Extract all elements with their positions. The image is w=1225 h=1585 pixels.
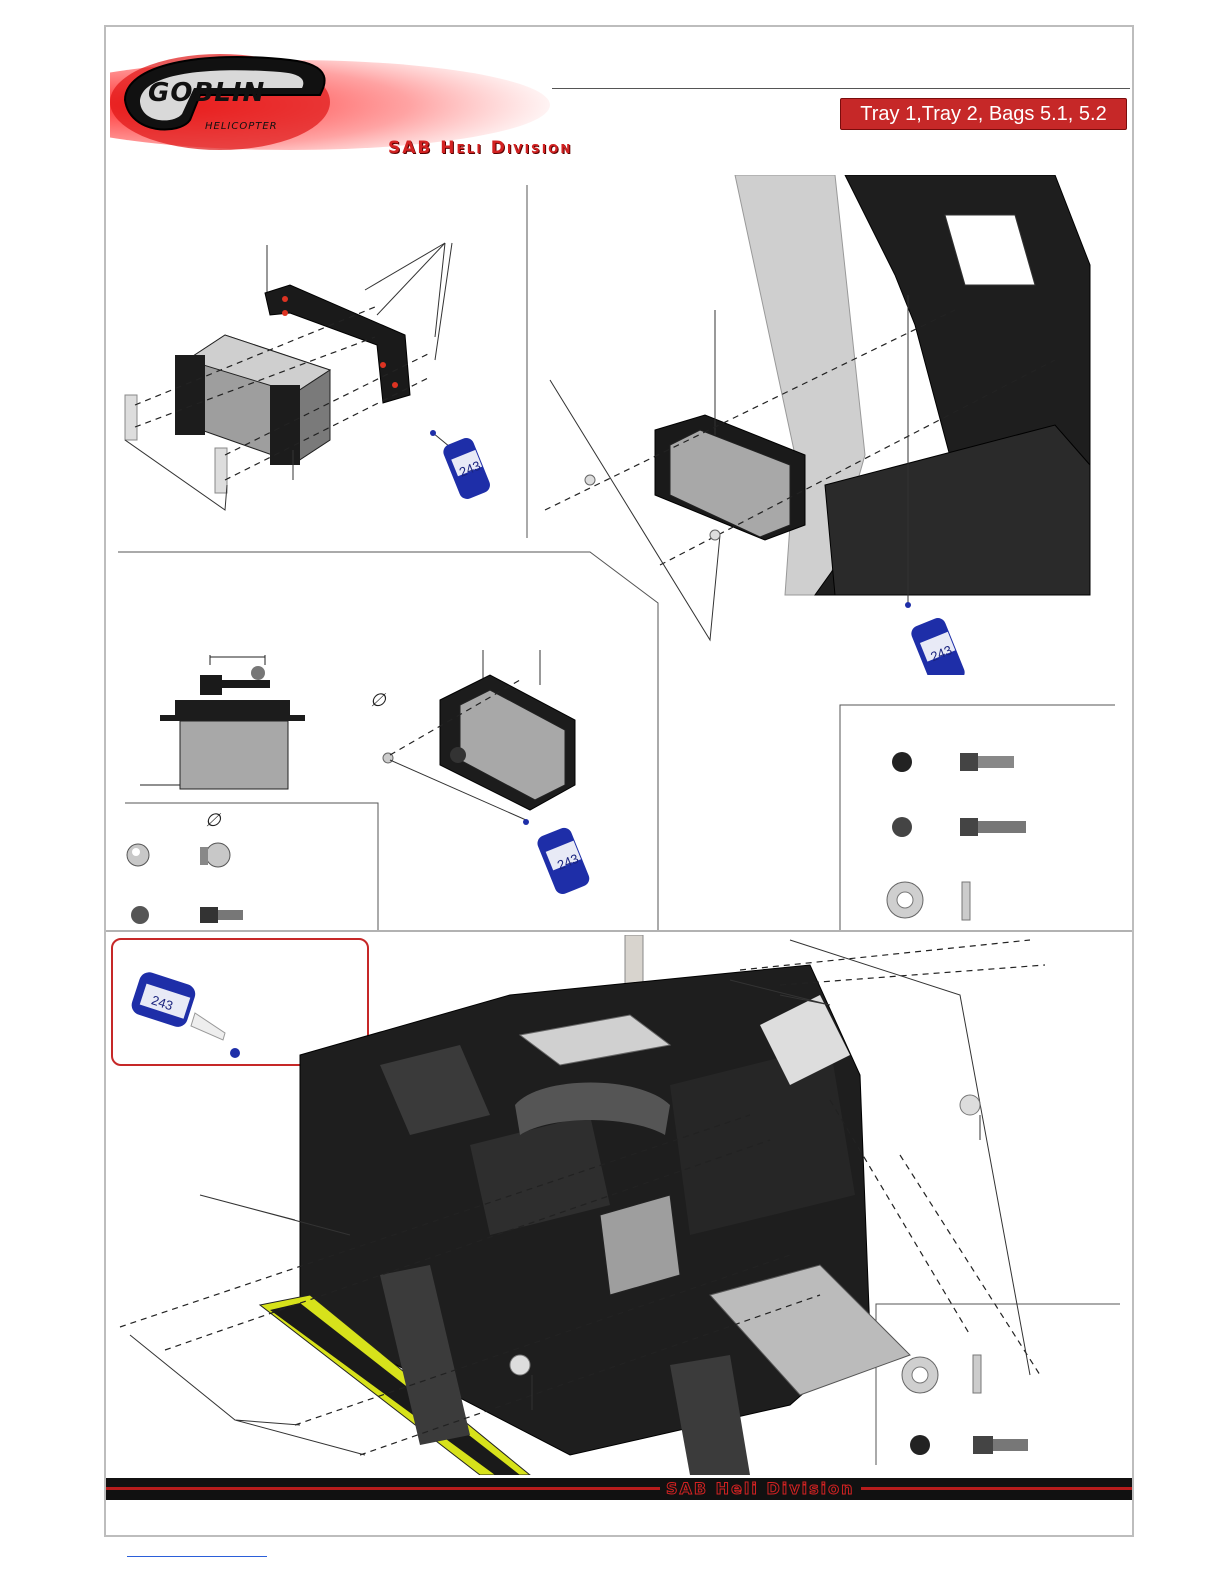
footer-division-text: SAB Heli Division — [666, 1479, 855, 1498]
servo-ball-link-diagram: 243 — [380, 650, 640, 910]
servo-bracket-assembly-diagram: 243 — [115, 235, 525, 530]
diameter-symbol-2: ∅ — [205, 810, 221, 831]
parts-bolts-bushings — [880, 740, 1030, 930]
servo-side-view-diagram — [140, 645, 315, 795]
parts-bushing-bolt — [895, 1350, 1045, 1465]
footer-bar — [106, 1478, 1132, 1500]
parts-ball-screw — [120, 835, 280, 930]
page-link-underline[interactable] — [127, 1556, 267, 1557]
frame-servo-mount-diagram: 243 — [535, 175, 1095, 675]
footer-division-title: SAB Heli Division — [660, 1479, 861, 1498]
